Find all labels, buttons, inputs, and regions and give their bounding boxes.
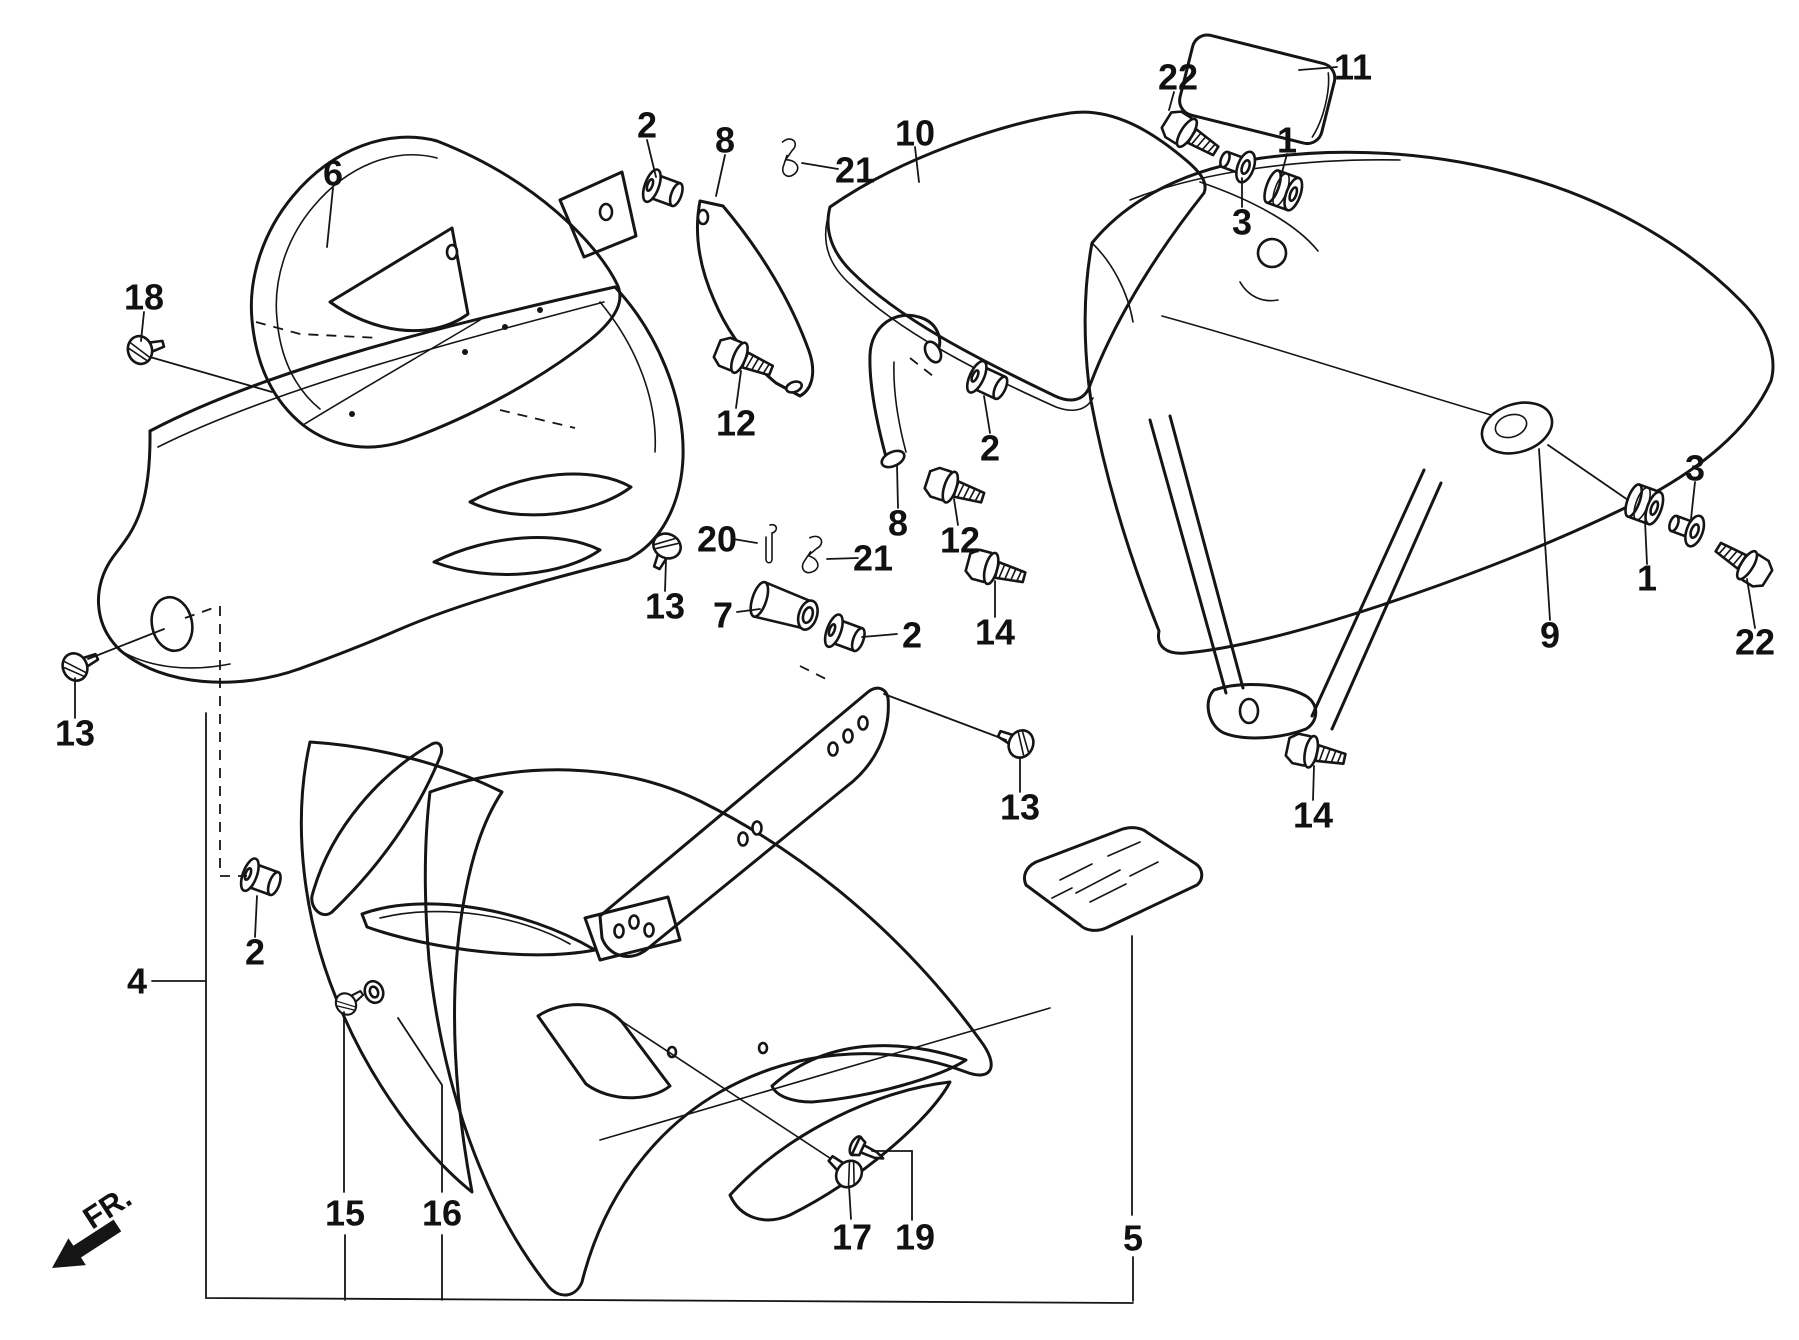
screw-13-left — [56, 642, 104, 687]
callout-label-21: 21 — [835, 150, 875, 191]
callout-label-12: 12 — [716, 403, 756, 444]
mark-sticker-outline — [1022, 826, 1204, 932]
screw-13-right — [992, 719, 1040, 764]
bushing-2-rail — [820, 611, 871, 659]
callout-label-14: 14 — [1293, 795, 1333, 836]
callout-label-1: 1 — [1277, 120, 1297, 161]
callout-label-12: 12 — [940, 520, 980, 561]
cowl-rail-outline — [583, 686, 890, 962]
upper-cowl-outline — [96, 285, 685, 684]
cap-nut-2-left — [236, 855, 287, 903]
callout-label-20: 20 — [697, 519, 737, 560]
washer-16 — [363, 979, 385, 1005]
flange-bolt-22-right — [1708, 532, 1778, 593]
cap-nut-2-top — [638, 166, 689, 214]
seat-outline — [824, 110, 1207, 412]
callout-label-18: 18 — [124, 277, 164, 318]
callout-label-16: 16 — [422, 1193, 462, 1234]
grab-pipe-outline — [868, 313, 943, 469]
callout-label-13: 13 — [55, 713, 95, 754]
callout-label-21: 21 — [853, 538, 893, 579]
callout-label-22: 22 — [1158, 57, 1198, 98]
callout-label-8: 8 — [715, 120, 735, 161]
fender-bracket-outline — [1148, 414, 1443, 740]
callout-label-1: 1 — [1637, 558, 1657, 599]
collar-3-right — [1663, 505, 1709, 551]
flange-bolt-14-rear — [1283, 729, 1350, 776]
callout-label-5: 5 — [1123, 1218, 1143, 1259]
screw-18 — [123, 328, 169, 368]
callout-label-7: 7 — [713, 595, 733, 636]
callout-label-22: 22 — [1735, 622, 1775, 663]
screw-13-mid — [642, 527, 687, 575]
grommet-1-left — [1259, 167, 1307, 214]
callout-label-3: 3 — [1232, 202, 1252, 243]
fr-label: FR. — [77, 1179, 138, 1236]
rear-fender-outline — [1083, 150, 1775, 655]
callout-label-2: 2 — [245, 932, 265, 973]
tail-pad-outline — [1178, 33, 1337, 146]
fr-arrow-icon — [52, 1219, 122, 1268]
collar-3-left — [1214, 141, 1260, 187]
seat-stay-outline — [696, 199, 815, 398]
clip-21-mid — [801, 534, 823, 575]
screw-15 — [330, 982, 370, 1020]
callout-label-19: 19 — [895, 1217, 935, 1258]
collar-7 — [745, 578, 824, 637]
callout-label-6: 6 — [323, 153, 343, 194]
callout-label-8: 8 — [888, 503, 908, 544]
index-bracket-lines — [151, 712, 1134, 1304]
lower-cowl-outline — [299, 740, 1051, 1297]
callout-label-2: 2 — [902, 615, 922, 656]
fr-direction-indicator: FR. — [52, 1179, 138, 1268]
callout-label-14: 14 — [975, 612, 1015, 653]
callout-label-9: 9 — [1540, 615, 1560, 656]
windscreen-outline — [249, 135, 638, 449]
leader-lines — [74, 66, 1756, 1221]
clip-21-top — [776, 137, 802, 178]
callout-label-4: 4 — [127, 961, 147, 1002]
callout-label-3: 3 — [1685, 448, 1705, 489]
callout-label-11: 11 — [1334, 47, 1372, 88]
callout-label-2: 2 — [980, 428, 1000, 469]
callout-label-13: 13 — [645, 586, 685, 627]
callout-label-13: 13 — [1000, 787, 1040, 828]
callout-label-15: 15 — [325, 1193, 365, 1234]
callout-label-2: 2 — [637, 105, 657, 146]
fastener-drawings — [56, 105, 1778, 1194]
flange-bolt-12-front — [709, 332, 779, 387]
callout-label-10: 10 — [895, 113, 935, 154]
callout-label-17: 17 — [832, 1217, 872, 1258]
pin-20 — [765, 523, 778, 564]
